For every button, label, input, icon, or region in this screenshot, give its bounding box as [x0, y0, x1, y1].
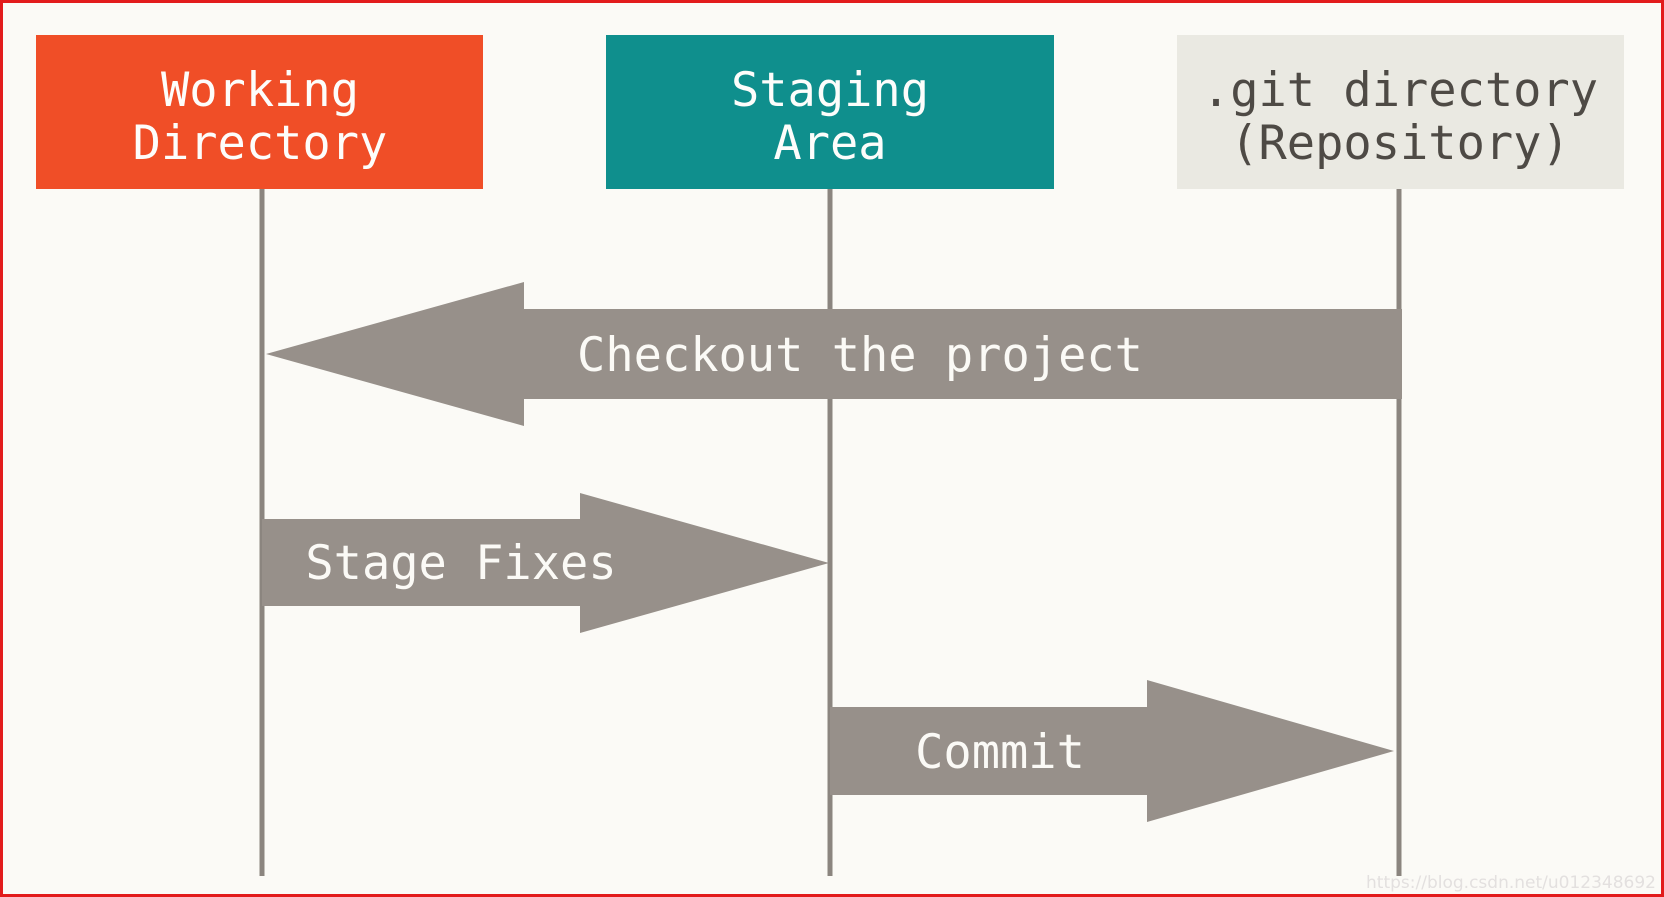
git-directory-rect [1177, 35, 1624, 189]
working-directory-label-line2: Directory [133, 116, 388, 171]
checkout-arrow [266, 282, 1402, 426]
stage-fixes-arrow-label: Stage Fixes [305, 536, 616, 591]
working-directory-rect [36, 35, 483, 189]
checkout-arrow-label: Checkout the project [577, 328, 1143, 383]
staging-area-box: Staging Area [606, 35, 1054, 189]
staging-area-label-line2: Area [773, 116, 886, 171]
commit-arrow [830, 680, 1394, 822]
working-directory-label-line1: Working [161, 63, 359, 118]
commit-arrow-label: Commit [915, 725, 1085, 780]
working-directory-box: Working Directory [36, 35, 483, 189]
stage-fixes-arrow [262, 493, 829, 633]
git-directory-label-line2: (Repository) [1230, 116, 1570, 171]
staging-area-label-line1: Staging [731, 63, 929, 118]
git-directory-box: .git directory (Repository) [1177, 35, 1624, 189]
staging-area-rect [606, 35, 1054, 189]
git-directory-label-line1: .git directory [1202, 63, 1598, 118]
csdn-watermark: https://blog.csdn.net/u012348692 [1366, 873, 1656, 893]
